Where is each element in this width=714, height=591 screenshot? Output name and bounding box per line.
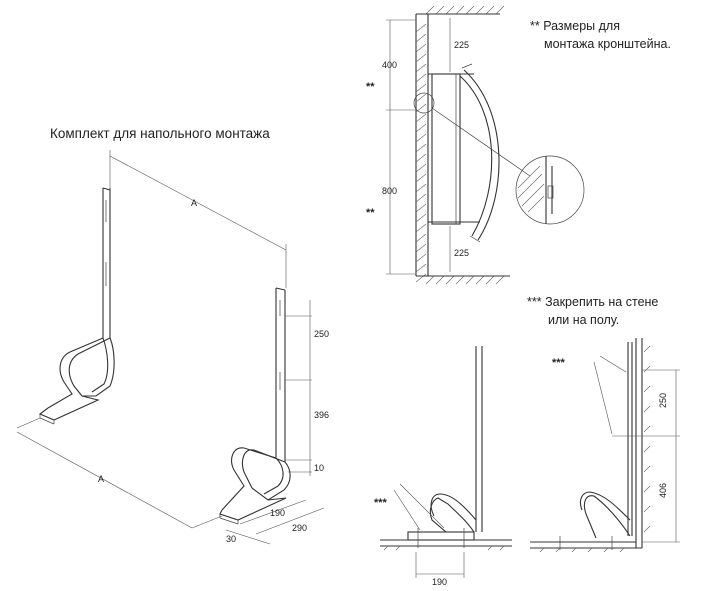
wall-hatch-line: [415, 213, 427, 223]
wall-hatch-line: [415, 83, 427, 93]
dim-290: 290: [292, 523, 307, 533]
wall-hatch-line: [415, 273, 427, 283]
bracket-note-line1: ** Размеры для: [530, 19, 620, 33]
dim-a-bottom: A: [98, 474, 104, 484]
ceiling-hatch-line: [475, 5, 485, 15]
dim-250: 250: [314, 329, 329, 339]
dim-wall-225-bottom: 225: [454, 248, 469, 258]
triple-star-marker-floor: ***: [374, 497, 388, 509]
floor-fixing-drawing: [380, 346, 512, 578]
floor-hatch-line: [435, 275, 445, 285]
wall-hatch-line: [415, 73, 427, 83]
wall-hatch-line: [415, 163, 427, 173]
wall-hatch-line: [415, 23, 427, 33]
dim-wall-225-top: 225: [454, 40, 469, 50]
dim-wall-800: 800: [382, 186, 397, 196]
wall-hatch-line: [415, 263, 427, 273]
ceiling-hatch-line: [495, 5, 505, 15]
wall-hatch-line: [415, 183, 427, 193]
double-star-marker-upper: **: [366, 81, 375, 93]
wall-bracket-drawing: [386, 5, 585, 285]
floor-hatch-line: [455, 275, 465, 285]
dim-30: 30: [226, 534, 236, 544]
ceiling-hatch-line: [425, 5, 435, 15]
wall-hatch-line: [415, 193, 427, 203]
floor-hatch-line: [445, 275, 455, 285]
dim-wall-406: 406: [658, 483, 668, 498]
wall-hatch-line: [415, 143, 427, 153]
ceiling-hatch-line: [465, 5, 475, 15]
wall-hatch-line: [415, 233, 427, 243]
wall-hatch-line: [415, 123, 427, 133]
dim-190: 190: [270, 508, 285, 518]
wall-hatch-line: [415, 113, 427, 123]
triple-star-marker-wall: ***: [552, 357, 566, 369]
bracket-note-line2: монтажа кронштейна.: [544, 37, 671, 51]
dim-a-top: A: [191, 198, 197, 208]
ceiling-hatch-line: [455, 5, 465, 15]
wall-hatch-line: [415, 63, 427, 73]
floor-hatch-line: [495, 275, 505, 285]
wall-hatch-line: [415, 153, 427, 163]
floor-hatch-line: [425, 275, 435, 285]
double-star-marker-lower: **: [366, 207, 375, 219]
wall-fixing-drawing: [530, 338, 680, 553]
wall-hatch-line: [415, 93, 427, 103]
wall-hatch-line: [415, 53, 427, 63]
dim-10: 10: [314, 463, 324, 473]
wall-hatch-line: [415, 43, 427, 53]
ceiling-hatch-line: [485, 5, 495, 15]
wall-hatch-line: [415, 243, 427, 253]
floor-kit-drawing: [16, 150, 325, 545]
dim-wall-250: 250: [658, 393, 668, 408]
fix-note-line1: *** Закрепить на стене: [527, 295, 658, 309]
floor-hatch-line: [465, 275, 475, 285]
ceiling-hatch-line: [445, 5, 455, 15]
floor-kit-caption: Комплект для напольного монтажа: [50, 126, 270, 141]
wall-hatch-line: [415, 133, 427, 143]
dim-floor-190: 190: [432, 577, 447, 587]
dim-wall-400: 400: [382, 60, 397, 70]
wall-hatch-line: [415, 203, 427, 213]
fix-note-line2: или на полу.: [548, 313, 619, 327]
dim-396: 396: [314, 410, 329, 420]
wall-hatch-line: [415, 223, 427, 233]
ceiling-hatch-line: [435, 5, 445, 15]
wall-hatch-line: [415, 173, 427, 183]
floor-hatch-line: [475, 275, 485, 285]
wall-hatch-line: [415, 33, 427, 43]
wall-hatch-line: [415, 253, 427, 263]
floor-hatch-line: [485, 275, 495, 285]
